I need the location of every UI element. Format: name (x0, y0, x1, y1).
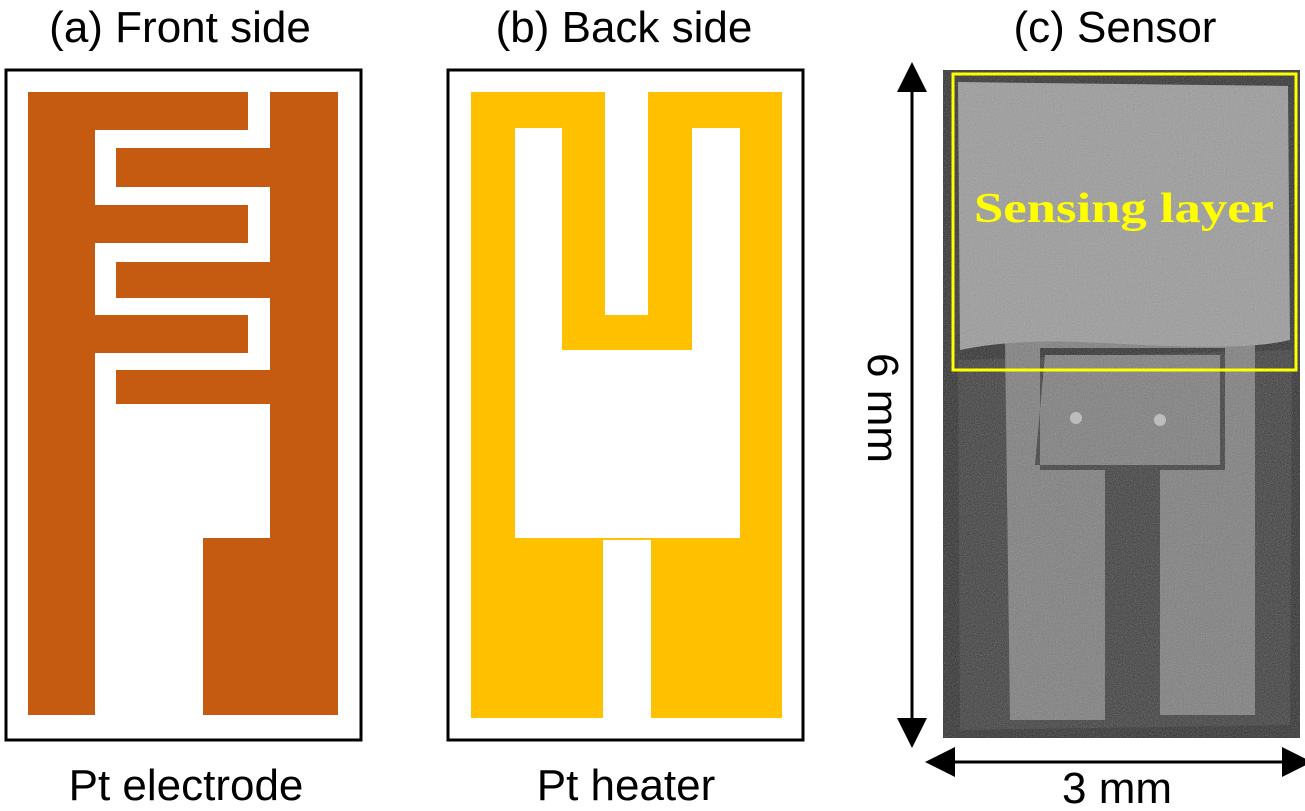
panel-a-title: (a) Front side (49, 3, 311, 52)
sensor-photo: Sensing layer (943, 70, 1300, 738)
panel-a-caption: Pt electrode (69, 761, 304, 810)
pt-electrode-left-comb (28, 92, 248, 715)
panel-b-title: (b) Back side (496, 3, 753, 52)
height-dimension-label: 6 mm (858, 353, 907, 463)
pt-electrode-right-comb (116, 92, 338, 715)
sensing-layer-roi-box (951, 72, 1298, 372)
panel-b-caption: Pt heater (537, 761, 716, 810)
pt-heater-trace (471, 92, 782, 718)
panel-c-title: (c) Sensor (1014, 3, 1217, 52)
panel-a-electrode-diagram (4, 68, 363, 742)
width-dimension-label: 3 mm (1062, 764, 1172, 811)
sensing-layer-label: Sensing layer (974, 186, 1274, 232)
panel-b-heater-diagram (446, 68, 805, 742)
sensor-photo-texture (943, 70, 1300, 738)
